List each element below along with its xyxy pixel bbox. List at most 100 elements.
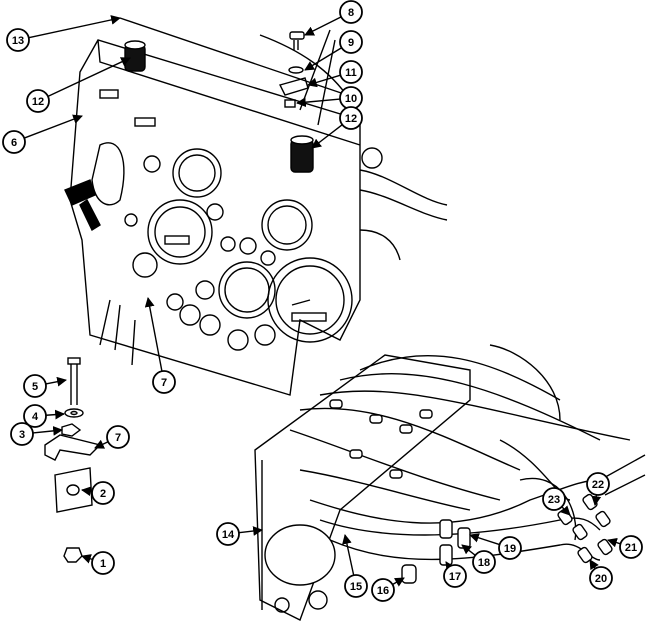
callout-circle <box>339 30 363 54</box>
leader-line <box>47 57 131 97</box>
leader-line <box>342 534 355 576</box>
callout-number: 7 <box>115 432 121 444</box>
callout-number: 12 <box>32 96 44 108</box>
leader-line <box>607 537 621 548</box>
callout-circle <box>23 374 47 398</box>
callout-18: 18 <box>461 544 496 574</box>
callout-2: 2 <box>81 481 115 505</box>
callout-11: 11 <box>307 60 363 88</box>
callout-circle <box>10 422 34 446</box>
callout-circle <box>26 89 50 113</box>
leader-line <box>81 554 93 564</box>
callout-circle <box>498 536 522 560</box>
leader-line <box>311 124 343 149</box>
leader-line <box>591 494 602 506</box>
callout-number: 12 <box>345 113 357 125</box>
callout-number: 17 <box>449 571 461 583</box>
callout-circle <box>91 481 115 505</box>
callout-number: 3 <box>19 429 25 441</box>
callout-12: 12 <box>26 57 131 113</box>
callout-circle <box>339 106 363 130</box>
callout-number: 4 <box>32 411 39 423</box>
callout-number: 6 <box>11 137 17 149</box>
leader-line <box>560 505 571 516</box>
leader-line <box>307 74 341 88</box>
callout-number: 22 <box>592 479 604 491</box>
leader-line <box>94 439 109 449</box>
callout-number: 2 <box>100 488 106 500</box>
callout-circle <box>6 28 30 52</box>
callout-circle <box>216 522 240 546</box>
callout-number: 9 <box>348 37 354 49</box>
leader-line <box>304 47 342 71</box>
callout-21: 21 <box>607 535 643 559</box>
callout-number: 19 <box>504 543 516 555</box>
callout-number: 14 <box>222 529 235 541</box>
callout-17: 17 <box>443 561 467 588</box>
callout-number: 20 <box>595 573 607 585</box>
leader-line <box>461 544 476 556</box>
callout-circle <box>443 564 467 588</box>
callout-number: 23 <box>548 494 560 506</box>
callout-number: 21 <box>625 542 637 554</box>
callout-circle <box>91 551 115 575</box>
callout-9: 9 <box>304 30 363 71</box>
callout-number: 7 <box>161 377 167 389</box>
callout-7: 7 <box>94 425 130 449</box>
callout-8: 8 <box>304 0 363 36</box>
callout-13: 13 <box>6 15 121 52</box>
callout-20: 20 <box>589 559 613 590</box>
leader-line <box>24 114 83 139</box>
callout-number: 10 <box>345 93 357 105</box>
callout-number: 13 <box>12 35 24 47</box>
callout-number: 5 <box>32 381 38 393</box>
callout-1: 1 <box>81 551 115 575</box>
callout-circle <box>586 472 610 496</box>
callout-circle <box>339 60 363 84</box>
callout-circle <box>2 130 26 154</box>
leader-line <box>45 409 65 420</box>
callout-10: 10 <box>296 86 363 110</box>
callout-circle <box>23 404 47 428</box>
leader-line <box>469 533 500 546</box>
callout-circle <box>542 487 566 511</box>
callout-15: 15 <box>342 534 368 598</box>
callout-circle <box>152 370 176 394</box>
callout-number: 18 <box>478 557 490 569</box>
callout-number: 1 <box>100 558 106 570</box>
callout-22: 22 <box>586 472 610 506</box>
callout-7: 7 <box>144 297 176 394</box>
callout-circle <box>344 574 368 598</box>
callout-19: 19 <box>469 533 522 560</box>
leader-line <box>28 15 121 39</box>
callout-3: 3 <box>10 422 63 446</box>
leader-line <box>589 559 599 571</box>
leader-line <box>445 561 455 573</box>
callout-circle <box>371 578 395 602</box>
leader-line <box>392 577 405 587</box>
callout-number: 15 <box>350 581 362 593</box>
callout-4: 4 <box>23 404 65 428</box>
mount-hardware <box>44 357 102 563</box>
callout-circle <box>339 0 363 24</box>
leader-line <box>304 16 342 36</box>
callout-circle <box>619 535 643 559</box>
leader-line <box>45 376 67 387</box>
callout-23: 23 <box>542 487 571 516</box>
callout-6: 6 <box>2 114 83 154</box>
leader-line <box>32 426 63 436</box>
callout-circle <box>472 550 496 574</box>
callout-number: 8 <box>348 7 354 19</box>
leader-line <box>238 526 263 536</box>
leader-line <box>296 97 341 108</box>
callout-16: 16 <box>371 577 405 602</box>
callout-5: 5 <box>23 374 67 398</box>
leader-line <box>81 486 93 497</box>
callout-circle <box>589 566 613 590</box>
callout-number: 11 <box>345 67 357 79</box>
callout-14: 14 <box>216 522 263 546</box>
instrument-panel <box>64 17 448 396</box>
leader-line <box>144 297 163 372</box>
